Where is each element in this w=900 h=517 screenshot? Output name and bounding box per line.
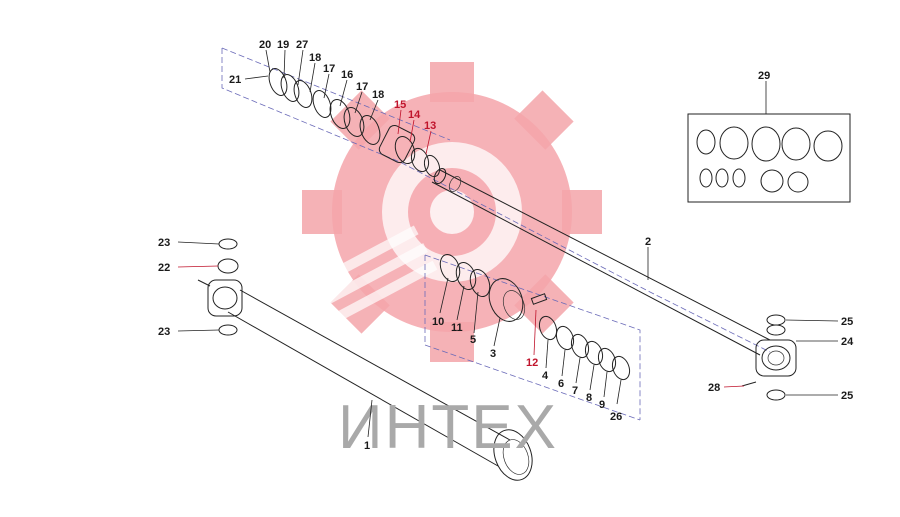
callout-labels: 20 19 27 18 17 16 17 18 21 15 14 13 2 29…: [158, 39, 854, 452]
callout-17b: 17: [356, 81, 368, 93]
callout-6: 6: [558, 378, 564, 390]
callout-9: 9: [599, 399, 605, 411]
callout-3: 3: [490, 348, 496, 360]
callout-16: 16: [341, 69, 353, 81]
callout-28: 28: [708, 382, 720, 394]
rod-eye-bushings: [741, 314, 786, 401]
callout-1: 1: [364, 440, 370, 452]
seal-kit-box: [687, 113, 851, 203]
gear-logo-watermark: [302, 62, 602, 362]
callout-25b: 25: [841, 390, 853, 402]
callout-23b: 23: [158, 326, 170, 338]
callout-18a: 18: [309, 52, 321, 64]
callout-15: 15: [394, 99, 406, 111]
callout-12: 12: [526, 357, 538, 369]
callout-11: 11: [451, 322, 463, 334]
cylinder-tube: [227, 289, 533, 481]
callout-17a: 17: [323, 63, 335, 75]
callout-29: 29: [758, 70, 770, 82]
callout-26: 26: [610, 411, 622, 423]
callout-21: 21: [229, 74, 241, 86]
callout-10: 10: [432, 316, 444, 328]
upper-exploded-guide: [221, 47, 771, 353]
rod-eye: [755, 339, 797, 377]
callout-7: 7: [572, 385, 578, 397]
callout-2: 2: [645, 236, 651, 248]
upper-seal-stack: [268, 68, 441, 178]
callout-18b: 18: [372, 89, 384, 101]
callout-5: 5: [470, 334, 476, 346]
piston-rod: [431, 168, 771, 356]
brand-watermark: ИНТЕХ: [338, 393, 558, 462]
leader-lines: [177, 49, 839, 438]
callout-8: 8: [586, 392, 592, 404]
callout-4: 4: [542, 370, 549, 382]
callout-27: 27: [296, 39, 308, 51]
callout-14: 14: [408, 109, 421, 121]
callout-23a: 23: [158, 237, 170, 249]
callout-20: 20: [259, 39, 271, 51]
callout-25a: 25: [841, 316, 853, 328]
tube-mount-eye: [197, 238, 243, 336]
callout-19: 19: [277, 39, 289, 51]
callout-22: 22: [158, 262, 170, 274]
piston-seal-stack: [439, 253, 631, 381]
callout-13: 13: [424, 120, 436, 132]
callout-24: 24: [841, 336, 854, 348]
